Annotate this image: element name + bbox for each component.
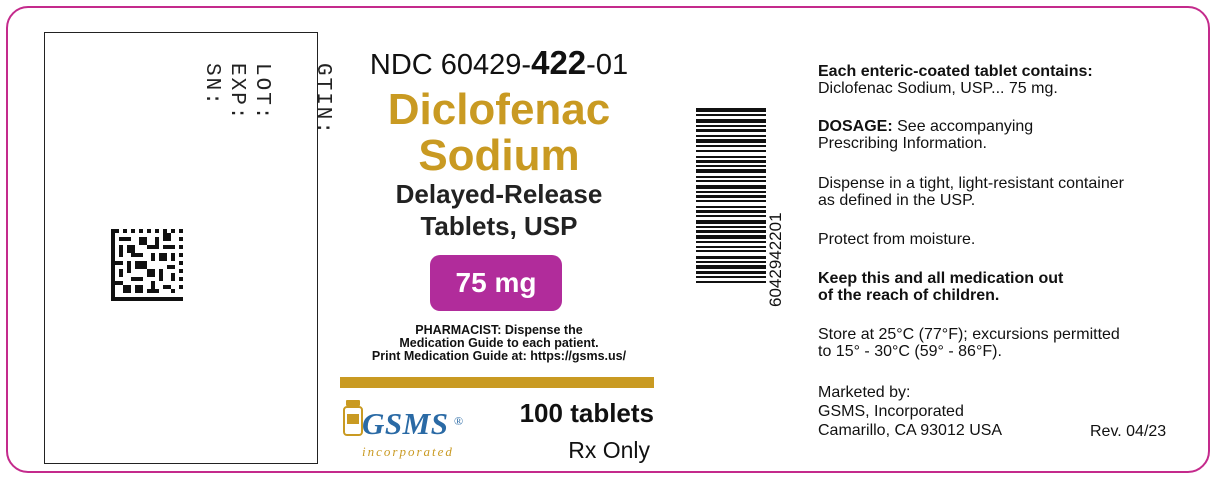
barcode bbox=[696, 108, 766, 283]
contains-text: Diclofenac Sodium, USP... 75 mg. bbox=[818, 80, 1058, 97]
protect-text: Protect from moisture. bbox=[818, 231, 976, 248]
logo-subtitle: incorporated bbox=[362, 444, 454, 459]
sn-label: SN: bbox=[200, 63, 223, 107]
ndc-prefix: NDC 60429- bbox=[369, 49, 532, 81]
product-panel: NDC 60429-422-01 Diclofenac Sodium Delay… bbox=[340, 0, 658, 479]
revision-date: Rev. 04/23 bbox=[1090, 423, 1167, 440]
datamatrix-code bbox=[111, 229, 183, 301]
dosage-line1: DOSAGE: See accompanying bbox=[818, 119, 1198, 135]
pharmacist-note-line2: Medication Guide to each patient. bbox=[399, 336, 599, 350]
ndc-package-code: -01 bbox=[586, 49, 629, 81]
dosage-line2: Prescribing Information. bbox=[818, 135, 987, 152]
storage-line2: to 15° - 30°C (59° - 86°F). bbox=[818, 343, 1002, 360]
gtin-label: GTIN: bbox=[311, 63, 334, 137]
dosage-label: DOSAGE: bbox=[818, 118, 893, 135]
logo-wordmark: GSMS bbox=[362, 406, 449, 441]
pharmacist-note-line3: Print Medication Guide at: https://gsms.… bbox=[371, 349, 627, 363]
gsms-logo: GSMS ® incorporated bbox=[342, 398, 464, 462]
dosage-form-line1: Delayed-Release bbox=[395, 179, 603, 209]
ndc-product-code: 422 bbox=[531, 44, 587, 81]
drug-name-line1: Diclofenac bbox=[387, 85, 611, 134]
lot-label: LOT: bbox=[250, 63, 273, 122]
dosage-text: See accompanying bbox=[892, 118, 1034, 135]
dispense-line1: Dispense in a tight, light-resistant con… bbox=[818, 175, 1124, 192]
marketer-address: Camarillo, CA 93012 USA bbox=[818, 422, 1003, 439]
imprint-box: GTIN: LOT: EXP: SN: bbox=[44, 32, 334, 464]
label-border bbox=[6, 6, 1210, 473]
ndc-code: NDC 60429-422-01 bbox=[340, 44, 658, 82]
barcode-number: 6042942201 bbox=[766, 212, 785, 308]
pill-bottle-icon bbox=[343, 400, 363, 436]
storage-line1: Store at 25°C (77°F); excursions permitt… bbox=[818, 326, 1120, 343]
strength-badge: 75 mg bbox=[430, 255, 562, 311]
dispense-line2: as defined in the USP. bbox=[818, 192, 976, 209]
gold-divider bbox=[340, 377, 654, 388]
marketed-label: Marketed by: bbox=[818, 384, 911, 401]
logo-registered-mark: ® bbox=[454, 414, 464, 428]
pharmacist-note-line1: PHARMACIST: Dispense the bbox=[415, 323, 583, 337]
imprint-lines: GTIN: LOT: EXP: SN: bbox=[171, 63, 361, 203]
exp-label: EXP: bbox=[225, 63, 248, 122]
dosage-form-line2: Tablets, USP bbox=[420, 211, 578, 241]
keep-line2: of the reach of children. bbox=[818, 287, 1000, 304]
contains-heading: Each enteric-coated tablet contains: bbox=[818, 63, 1093, 80]
tablet-count: 100 tablets bbox=[519, 398, 654, 428]
rx-only: Rx Only bbox=[568, 437, 650, 463]
drug-name-line2: Sodium bbox=[418, 131, 580, 180]
marketer-name: GSMS, Incorporated bbox=[818, 403, 964, 420]
keep-line1: Keep this and all medication out bbox=[818, 270, 1064, 287]
